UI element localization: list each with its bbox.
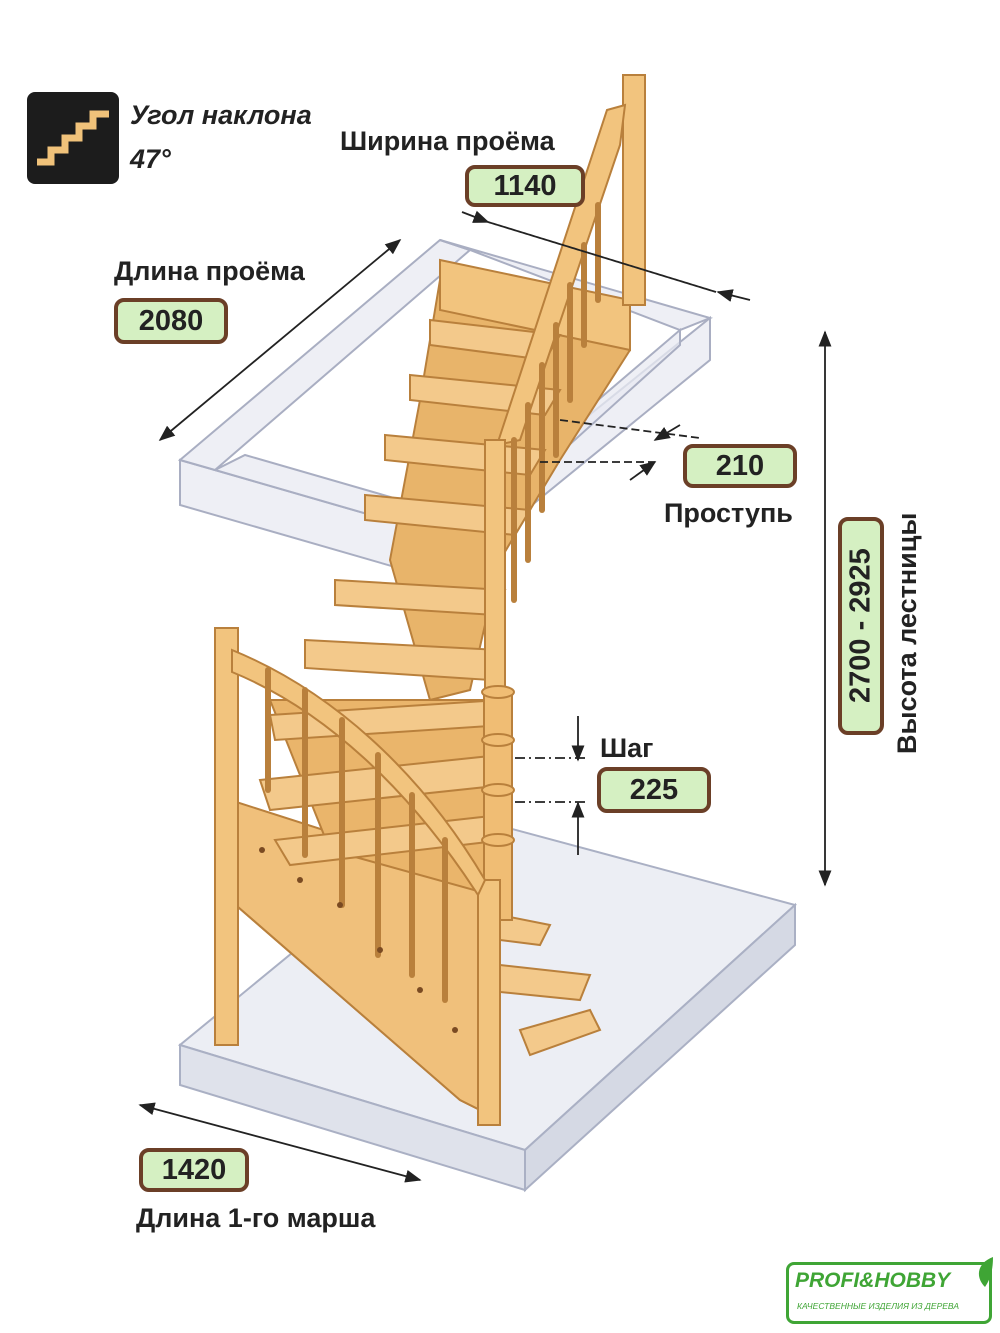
slope-value: 47° [130,144,171,174]
leaf-icon [978,1257,993,1287]
logo-tagline: КАЧЕСТВЕННЫЕ ИЗДЕЛИЯ ИЗ ДЕРЕВА [797,1301,959,1311]
first-flight-label: Длина 1-го марша [136,1203,376,1233]
stair-height-badge: 2700 - 2925 [838,517,884,735]
slope-title: Угол наклона [130,100,312,130]
tread-badge: 210 [683,444,797,488]
logo-brand: PROFI&HOBBY [795,1269,951,1292]
dimension-lines [138,210,832,1183]
brand-logo: PROFI&HOBBY КАЧЕСТВЕННЫЕ ИЗДЕЛИЯ ИЗ ДЕРЕ… [786,1257,993,1324]
step-label: Шаг [600,733,654,763]
opening-width-label: Ширина проёма [340,126,555,156]
step-badge: 225 [597,767,711,813]
opening-width-badge: 1140 [465,165,585,207]
opening-length-badge: 2080 [114,298,228,344]
stair-height-label: Высота лестницы [892,512,922,754]
tread-label: Проступь [664,498,793,528]
stair-slope-icon [27,92,119,184]
first-flight-badge: 1420 [139,1148,249,1192]
opening-length-label: Длина проёма [114,256,305,286]
staircase [214,74,646,1126]
